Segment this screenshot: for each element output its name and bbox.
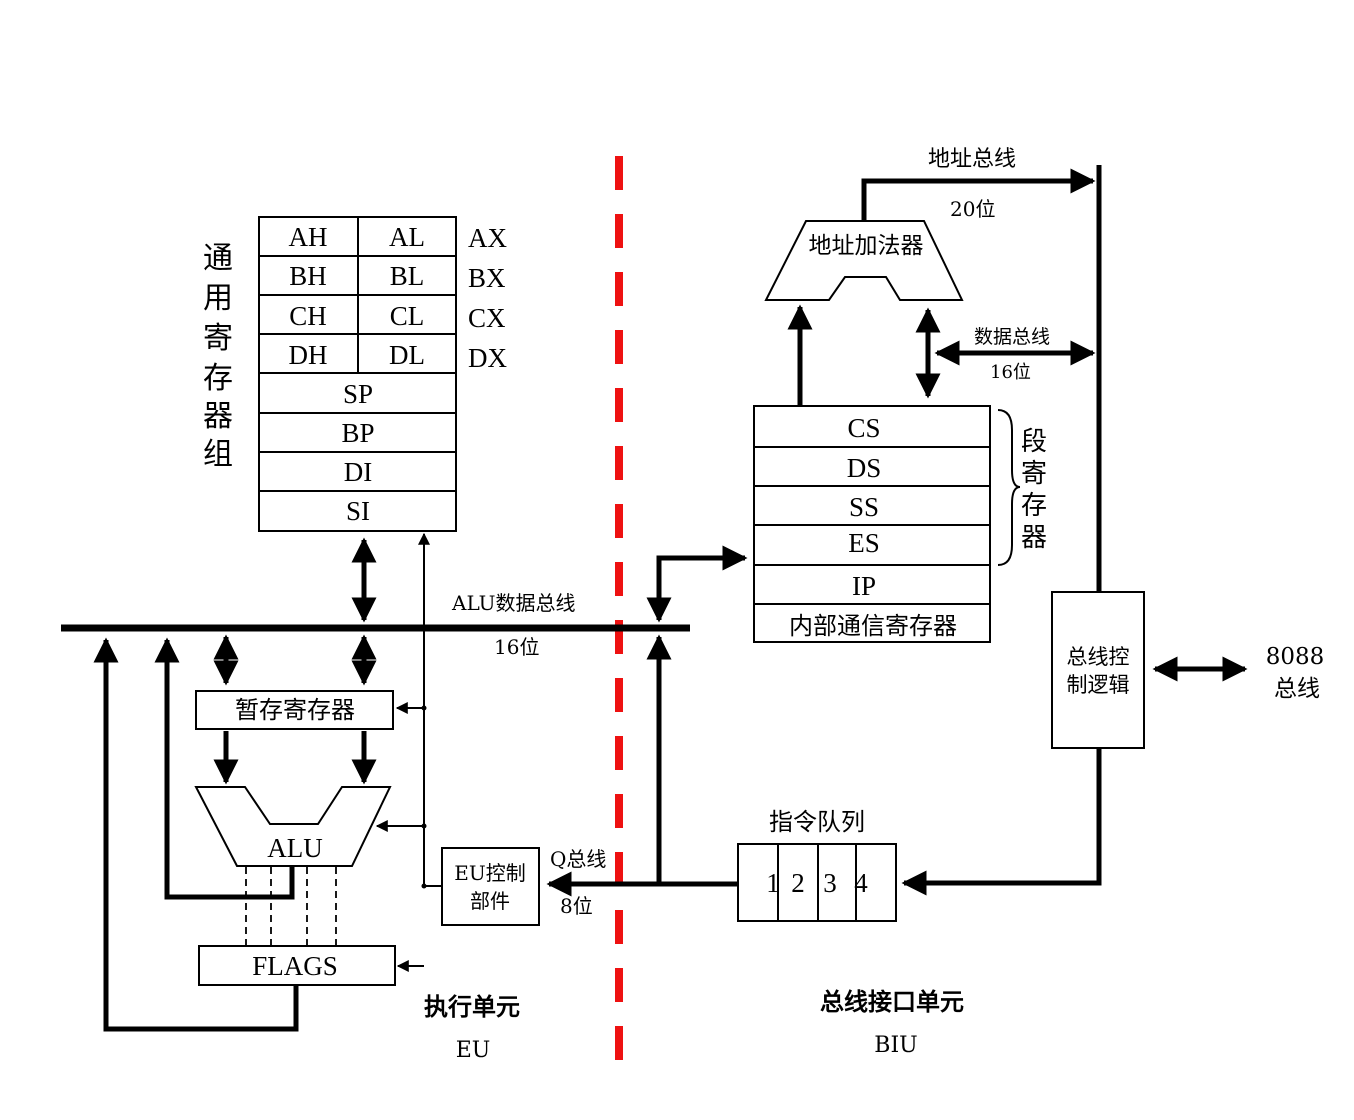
flags-label: FLAGS	[252, 951, 338, 981]
register-cell-sp	[258, 372, 457, 414]
segment-brace	[997, 409, 1021, 566]
queue-slot-2: 2	[791, 868, 805, 898]
register-pair-dx: DX	[468, 343, 507, 373]
segment-register-ss	[753, 485, 991, 526]
junction-dot	[421, 883, 427, 889]
segment-label-ss: SS	[849, 492, 879, 522]
address-bus-label: 地址总线	[928, 147, 1016, 172]
segment-label-es: ES	[848, 528, 880, 558]
queue-slot-1: 1	[766, 868, 780, 898]
register-label-al: AL	[389, 222, 425, 252]
alu-bus-width: 16位	[494, 635, 539, 659]
eu-section-abbr: EU	[456, 1038, 491, 1063]
register-label-cl: CL	[390, 301, 425, 331]
register-label-bl: BL	[390, 261, 425, 291]
segment-label-char: 寄	[1021, 459, 1047, 489]
register-pair-bx: BX	[468, 263, 506, 293]
address-adder	[764, 220, 964, 301]
segment-group-label: 段 寄 存 器	[1021, 427, 1047, 553]
bus-to-queue-arrow	[901, 748, 1102, 896]
segment-label-char: 段	[1021, 427, 1047, 457]
alu-result-arrow	[154, 637, 295, 900]
internal-comm-register	[753, 603, 991, 643]
bus-control-logic	[1051, 591, 1145, 749]
external-bus-label-line2: 总线	[1274, 676, 1320, 702]
flags-bus-arrow	[93, 637, 299, 1032]
biu-section-abbr: BIU	[874, 1033, 917, 1058]
eu-control-label-line2: 部件	[470, 889, 510, 913]
bus-control-label-line1: 总线控	[1067, 645, 1130, 669]
alu-bus-label: ALU数据总线	[451, 591, 576, 615]
alu-label: ALU	[267, 833, 323, 863]
address-adder-label: 地址加法器	[809, 233, 924, 259]
internal-comm-register-label: 内部通信寄存器	[789, 612, 957, 640]
address-bus-arrow	[861, 168, 1096, 221]
eu-section-title: 执行单元	[424, 992, 520, 1021]
segment-label-char: 器	[1021, 523, 1047, 553]
register-label-sp: SP	[343, 379, 373, 409]
segment-register-ds	[753, 446, 991, 487]
register-label-si: SI	[346, 496, 370, 526]
group-label-char: 寄	[203, 321, 233, 356]
external-bus-label-line1: 8088	[1266, 644, 1325, 670]
alu-unit	[194, 786, 392, 867]
data-bus-label: 数据总线	[974, 326, 1050, 348]
register-label-di: DI	[344, 457, 373, 487]
register-cell-bp	[258, 412, 457, 453]
segment-register-stack: CS DS SS ES IP 内部通信寄存器	[753, 405, 991, 643]
instruction-queue-label: 指令队列	[769, 808, 865, 836]
register-label-dl: DL	[389, 340, 425, 370]
group-label-char: 存	[203, 361, 233, 396]
instruction-pointer	[753, 564, 991, 605]
eu-control-label-line1: EU控制	[454, 861, 525, 885]
temp-register-label: 暂存寄存器	[235, 696, 355, 724]
queue-slot-4: 4	[854, 868, 868, 898]
segment-label-char: 存	[1021, 491, 1047, 521]
register-label-ch: CH	[289, 301, 327, 331]
register-cell-si	[258, 490, 457, 532]
group-label-char: 用	[203, 281, 233, 316]
general-register-group-label: 通 用 寄 存 器 组	[203, 241, 233, 472]
segment-label-cs: CS	[847, 413, 880, 443]
register-pair-cx: CX	[468, 303, 506, 333]
queue-slot-3: 3	[823, 868, 837, 898]
data-bus-width: 16位	[990, 362, 1031, 383]
general-register-group: 通 用 寄 存 器 组 AH AL AX BH BL BX CH CL CX D…	[203, 216, 507, 532]
junction-dot	[421, 705, 427, 711]
segment-label-ds: DS	[847, 453, 882, 483]
instruction-queue: 1 2 3 4	[737, 843, 897, 922]
group-label-char: 器	[203, 399, 233, 434]
q-bus-width: 8位	[560, 894, 593, 918]
segment-label-ip: IP	[852, 571, 876, 601]
bus-to-segment-arrow	[656, 545, 748, 620]
flags-register	[198, 945, 396, 986]
register-label-ah: AH	[289, 222, 328, 252]
register-cell-al	[357, 216, 457, 257]
register-pair-ax: AX	[468, 223, 507, 253]
q-bus-label: Q总线	[550, 847, 606, 871]
address-bus-width: 20位	[950, 197, 995, 221]
biu-section-title: 总线接口单元	[820, 987, 964, 1016]
junction-dot	[421, 823, 427, 829]
register-cell-di	[258, 451, 457, 492]
register-label-bh: BH	[289, 261, 327, 291]
register-label-dh: DH	[289, 340, 328, 370]
bus-control-label-line2: 制逻辑	[1067, 673, 1130, 697]
register-label-bp: BP	[341, 418, 374, 448]
group-label-char: 组	[203, 437, 233, 472]
temp-register	[195, 690, 394, 730]
group-label-char: 通	[203, 241, 233, 276]
eu-control-unit	[441, 847, 540, 926]
